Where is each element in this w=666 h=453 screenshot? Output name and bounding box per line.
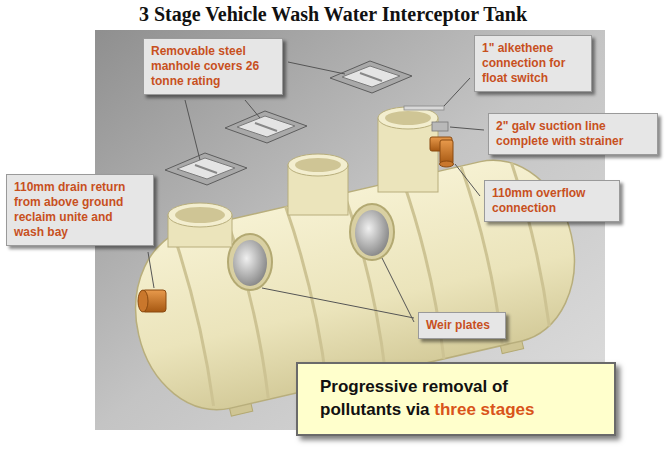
cover-frame [330,61,412,93]
leader-line [185,100,200,160]
leader-line [444,78,470,106]
weir-plate [228,234,272,290]
leader-line [245,100,260,118]
weir-plate-face [355,210,389,256]
title-bar: 3 Stage Vehicle Wash Water Interceptor T… [0,3,666,26]
callout-text: 110mm drain return from above ground rec… [14,180,146,240]
cover-plate [342,66,400,87]
tank-rib [227,220,273,398]
leader-line [288,62,345,74]
summary-text: three stages [434,400,534,419]
leader-line [455,164,480,196]
callout-box: Removable steel manhole covers 26 tonne … [143,38,283,95]
cover-handle [255,123,277,131]
callout-text: Removable steel manhole covers 26 tonne … [151,44,275,89]
neck-opening [295,158,341,172]
manhole-cover [330,61,412,93]
leader-line [382,258,414,322]
neck-rim [288,154,348,176]
neck-rim [168,203,232,227]
weir-plate-face [233,240,267,286]
cover-handle [360,73,382,81]
weir-opening [228,234,272,290]
cover-frame [165,153,247,185]
diagram-title: 3 Stage Vehicle Wash Water Interceptor T… [139,3,527,25]
callout-box: Weir plates [418,312,506,339]
callout-box: 2" galv suction line complete with strai… [488,113,658,155]
tank-neck [378,107,438,192]
callout-text: Weir plates [426,318,498,333]
manhole-cover [165,153,247,185]
leader-lines [148,62,484,322]
suction-line [432,122,448,131]
tank-neck [168,203,232,247]
callout-box: 1" alkethene connection for float switch [474,35,592,92]
weir-plate [350,204,394,260]
callout-box: 110mm overflow connection [484,180,620,222]
callout-text: 1" alkethene connection for float switch [482,41,584,86]
neck-opening [175,207,225,223]
callout-text: 110mm overflow connection [492,186,612,216]
cover-handle [195,165,217,173]
cover-plate [237,116,295,137]
cover-frame [225,111,307,143]
summary-box: Progressive removal of pollutants viathr… [296,362,616,436]
manhole-cover [225,111,307,143]
tank-rib [286,205,332,385]
cover-plate [177,158,235,179]
tank-rib [175,237,218,405]
tank-neck [288,154,348,215]
drain-pipe-end [138,290,148,312]
float-switch-line [404,106,444,110]
overflow-pipe [440,140,453,164]
tank-rib [344,192,390,372]
leader-line [148,252,154,288]
callout-text: 2" galv suction line complete with strai… [496,119,650,149]
leader-line [262,288,414,318]
overflow-pipe-end [440,161,454,167]
weir-opening [350,204,394,260]
neck-opening [385,111,431,125]
leader-line [450,127,484,130]
callout-box: 110mm drain return from above ground rec… [6,174,154,246]
